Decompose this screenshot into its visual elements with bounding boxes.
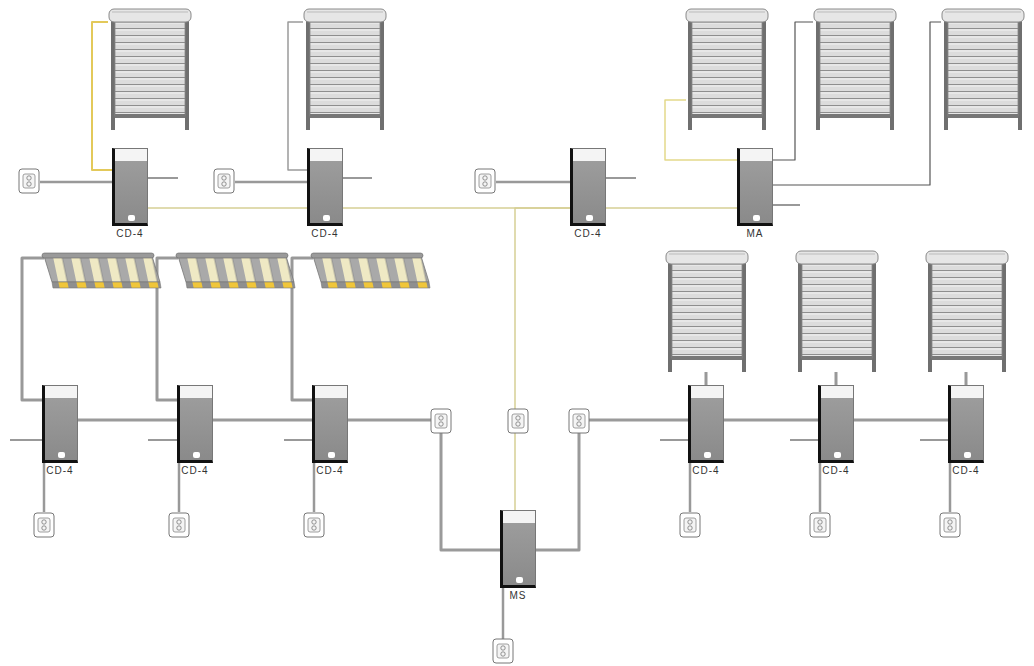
control-unit: CD-4 <box>948 385 984 477</box>
awnings <box>42 253 430 288</box>
unit-label: CD-4 <box>46 465 73 477</box>
unit-label: CD-4 <box>311 228 338 240</box>
unit-slot <box>753 215 760 221</box>
control-unit: MS <box>500 510 536 602</box>
control-unit: CD-4 <box>312 385 348 477</box>
unit-label: CD-4 <box>116 228 143 240</box>
unit-slot <box>586 215 593 221</box>
unit-label: CD-4 <box>692 465 719 477</box>
unit-label: CD-4 <box>822 465 849 477</box>
unit-slot <box>128 215 135 221</box>
control-unit: CD-4 <box>688 385 724 477</box>
bus-wire <box>536 420 688 550</box>
unit-housing <box>112 148 148 226</box>
unit-label: CD-4 <box>952 465 979 477</box>
unit-housing <box>737 148 773 226</box>
bus-wire <box>348 420 500 550</box>
bus-wire <box>515 208 570 510</box>
unit-label: CD-4 <box>181 465 208 477</box>
unit-slot <box>704 452 711 458</box>
unit-label: MS <box>510 590 527 602</box>
unit-slot <box>328 452 335 458</box>
bus-wire <box>724 419 818 422</box>
unit-housing <box>312 385 348 463</box>
bus-wire <box>213 419 312 422</box>
unit-slot <box>964 452 971 458</box>
unit-housing <box>177 385 213 463</box>
control-unit: CD-4 <box>42 385 78 477</box>
roller-shutters <box>109 9 1024 372</box>
bus-wire <box>78 419 177 422</box>
switch-wires <box>10 178 950 640</box>
unit-label: CD-4 <box>316 465 343 477</box>
unit-housing <box>307 148 343 226</box>
bus-wire <box>606 207 737 209</box>
unit-housing <box>948 385 984 463</box>
unit-slot <box>323 215 330 221</box>
wall-switches <box>19 169 960 663</box>
unit-housing <box>818 385 854 463</box>
unit-slot <box>834 452 841 458</box>
unit-housing <box>42 385 78 463</box>
unit-slot <box>193 452 200 458</box>
unit-label: CD-4 <box>574 228 601 240</box>
unit-housing <box>570 148 606 226</box>
control-unit: CD-4 <box>307 148 343 240</box>
unit-label: MA <box>747 228 764 240</box>
bus-wire <box>148 207 307 209</box>
control-unit: CD-4 <box>818 385 854 477</box>
unit-slot <box>58 452 65 458</box>
bus-wire <box>854 419 948 422</box>
control-unit: CD-4 <box>570 148 606 240</box>
control-unit: CD-4 <box>177 385 213 477</box>
unit-housing <box>688 385 724 463</box>
unit-housing <box>500 510 536 588</box>
control-unit: MA <box>737 148 773 240</box>
unit-slot <box>516 577 523 583</box>
control-unit: CD-4 <box>112 148 148 240</box>
